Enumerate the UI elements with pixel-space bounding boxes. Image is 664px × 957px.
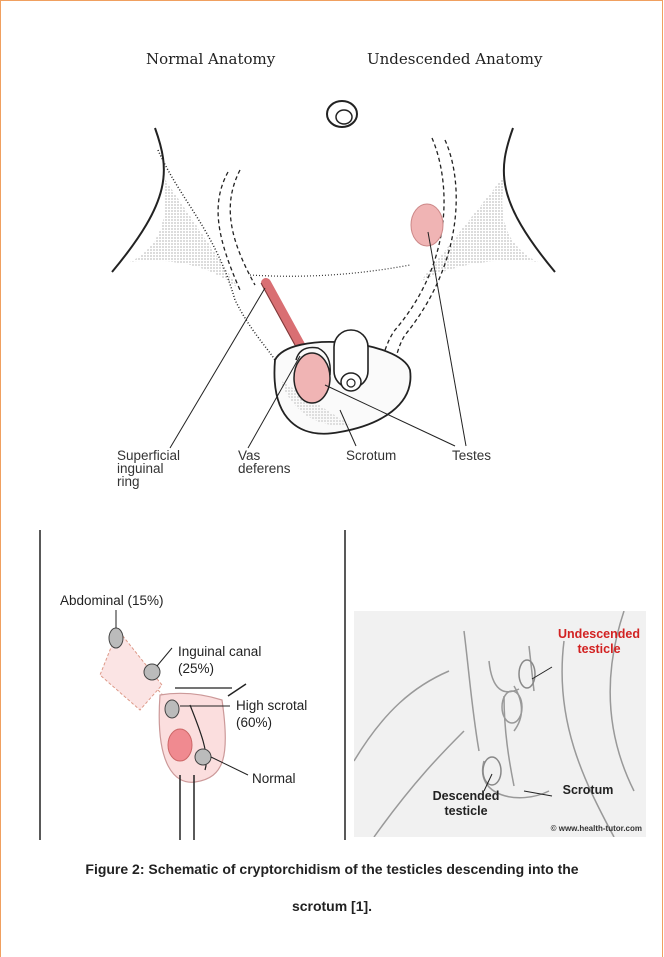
descended-testicle-icon — [483, 757, 501, 785]
descent-path-diagram — [0, 520, 350, 850]
label-undescended-testicle: Undescended testicle — [544, 627, 654, 657]
label-scrotum-sketch: Scrotum — [558, 783, 618, 798]
label-descended-testicle: Descended testicle — [426, 789, 506, 819]
anatomy-illustration — [0, 0, 664, 500]
label-scrotum-top: Scrotum — [346, 449, 396, 462]
label-inguinal-canal: Inguinal canal (25%) — [178, 643, 261, 677]
undescended-testis-icon — [411, 204, 443, 246]
inguinal-position-icon — [144, 664, 160, 680]
label-testes: Testes — [452, 449, 491, 462]
descended-testis-icon — [294, 353, 330, 403]
normal-position-icon — [195, 749, 211, 765]
label-high-scrotal: High scrotal (60%) — [236, 697, 307, 731]
figure-caption-line-2: scrotum [1]. — [0, 898, 664, 914]
header-undescended-anatomy: Undescended Anatomy — [367, 50, 542, 68]
testicle-sketch-panel: Undescended testicle Descended testicle … — [354, 611, 646, 837]
abdominal-position-icon — [109, 628, 123, 648]
label-vas-deferens: Vas deferens — [238, 449, 291, 475]
figure-caption-line-1: Figure 2: Schematic of cryptorchidism of… — [0, 861, 664, 877]
high-scrotal-position-icon — [165, 700, 179, 718]
credit-text: © www.health-tutor.com — [551, 824, 642, 833]
label-abdominal: Abdominal (15%) — [60, 592, 164, 609]
label-superficial-inguinal-ring: Superficial inguinal ring — [117, 449, 180, 488]
label-normal: Normal — [252, 770, 296, 787]
header-normal-anatomy: Normal Anatomy — [146, 50, 275, 68]
